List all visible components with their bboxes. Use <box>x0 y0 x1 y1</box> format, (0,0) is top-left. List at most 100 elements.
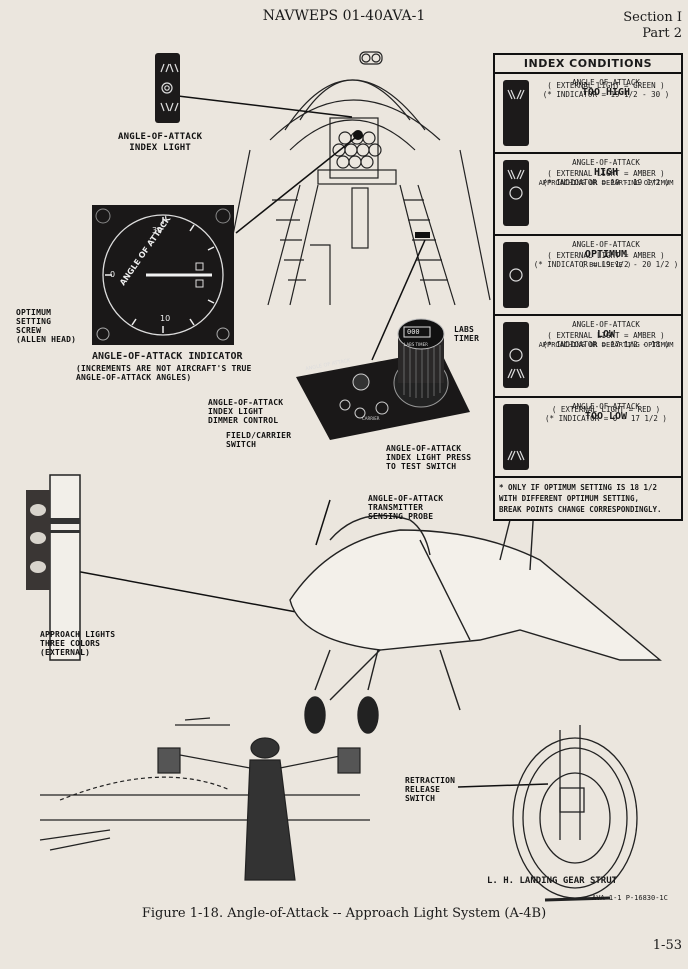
index-light-drawing <box>155 53 180 123</box>
callout-line: ANGLE-OF-ATTACK <box>118 132 203 142</box>
retraction-switch-callout: RETRACTION RELEASE SWITCH <box>405 776 455 803</box>
callout-line: ANGLE-OF-ATTACK <box>386 444 462 453</box>
figure-ref: AVA-1-1 P-16830-1C <box>592 894 668 902</box>
condition-label: ANGLE-OF-ATTACK <box>572 402 640 411</box>
callout-line: TRANSMITTER <box>368 503 424 512</box>
indicator-range: (* INDICATOR = 17 1/2 - 18 ) <box>542 340 670 349</box>
callout-line: SENSING PROBE <box>368 512 434 521</box>
callout-line: TO TEST SWITCH <box>386 462 457 471</box>
indicator-range: (* INDICATOR = 19 1/2 - 30 ) <box>542 90 670 99</box>
condition-state: TOO HIGH <box>581 87 631 98</box>
condition-detail: APPROACHING OR DEPARTING OPTIMUM <box>538 179 674 187</box>
table-footnote: * ONLY IF OPTIMUM SETTING IS 18 1/2 WITH… <box>495 478 681 519</box>
indicator-range: (* INDICATOR = 19 - 19 1/2 ) <box>542 178 670 187</box>
condition-text: ANGLE-OF-ATTACK HIGH APPROACHING OR DEPA… <box>533 158 679 187</box>
callout-line: (ALLEN HEAD) <box>16 335 77 344</box>
footnote-line: BREAK POINTS CHANGE CORRESPONDINGLY. <box>499 505 662 514</box>
approach-light-pole-drawing <box>26 474 81 661</box>
condition-row-optimum: ANGLE-OF-ATTACK OPTIMUM ( BULLSEYE ) ( E… <box>495 236 681 316</box>
condition-detail: APPROACHING OR DEPARTING OPTIMUM <box>538 341 674 349</box>
callout-line: ANGLE-OF-ATTACK ANGLES) <box>76 373 192 382</box>
callout-line: (EXTERNAL) <box>40 648 91 657</box>
section-number: Section I <box>623 10 682 25</box>
callout-line: FIELD/CARRIER <box>226 431 292 440</box>
indicator-range: (* INDICATOR = 0 - 17 1/2 ) <box>545 414 667 423</box>
callout-line: DIMMER CONTROL <box>208 416 279 425</box>
callout-line: SETTING <box>16 317 52 326</box>
condition-row-high: ANGLE-OF-ATTACK HIGH APPROACHING OR DEPA… <box>495 154 681 236</box>
circle-icon <box>503 242 529 308</box>
dial-tick-0: 0 <box>110 270 116 279</box>
press-to-test-callout: ANGLE-OF-ATTACK INDEX LIGHT PRESS TO TES… <box>386 444 471 471</box>
callout-line: OPTIMUM <box>16 308 52 317</box>
condition-state: TOO LOW <box>584 411 628 422</box>
condition-text: ANGLE-OF-ATTACK TOO HIGH ( EXTERNAL LIGH… <box>533 78 679 99</box>
dimmer-callout: ANGLE-OF-ATTACK INDEX LIGHT DIMMER CONTR… <box>208 398 283 425</box>
aircraft-drawing <box>289 478 662 734</box>
callout-line: TIMER <box>454 334 480 343</box>
indicator-note: (INCREMENTS ARE NOT AIRCRAFT'S TRUE ANGL… <box>76 364 252 382</box>
chevrons-down-icon <box>503 80 529 146</box>
part-number: Part 2 <box>642 26 682 41</box>
aoa-indicator-drawing <box>92 205 234 345</box>
document-id: NAVWEPS 01-40AVA-1 <box>262 8 426 24</box>
callout-line: THREE COLORS <box>40 639 101 648</box>
callout-line: LABS <box>454 325 475 334</box>
condition-detail: ( BULLSEYE ) <box>580 261 632 269</box>
callout-line: SWITCH <box>226 440 257 449</box>
footnote-line: WITH DIFFERENT OPTIMUM SETTING, <box>499 494 639 503</box>
callout-line: SWITCH <box>405 794 436 803</box>
landing-gear-drawing <box>512 725 638 902</box>
field-carrier-callout: FIELD/CARRIER SWITCH <box>226 431 291 449</box>
index-conditions-table: INDEX CONDITIONS ANGLE-OF-ATTACK TOO HIG… <box>493 53 683 521</box>
external-light: ( EXTERNAL LIGHT = AMBER ) <box>547 331 665 340</box>
figure-caption: Figure 1-18. Angle-of-Attack -- Approach… <box>141 906 547 921</box>
optimum-screw-callout: OPTIMUM SETTING SCREW (ALLEN HEAD) <box>16 308 76 344</box>
chevrons-down-and-circle-icon <box>503 160 529 226</box>
condition-state: OPTIMUM <box>584 249 628 260</box>
indicator-range: (* INDICATOR = 19 1/2 - 20 1/2 ) <box>533 260 679 269</box>
callout-line: (INCREMENTS ARE NOT AIRCRAFT'S TRUE <box>76 364 252 373</box>
external-light: ( EXTERNAL LIGHT = GREEN ) <box>547 81 665 90</box>
dial-tick-30: 30 <box>152 226 163 235</box>
table-title: INDEX CONDITIONS <box>495 55 681 74</box>
circle-and-chevrons-up-icon <box>503 322 529 388</box>
external-light: ( EXTERNAL LIGHT = AMBER ) <box>547 169 665 178</box>
condition-label: ANGLE-OF-ATTACK <box>572 78 640 87</box>
carrier-label: CARRIER <box>362 416 380 421</box>
condition-text: ANGLE-OF-ATTACK LOW APPROACHING OR DEPAR… <box>533 320 679 349</box>
gear-strut-label: L. H. LANDING GEAR STRUT <box>487 876 618 886</box>
dial-text-layer: ANGLE OF ATTACK 0 10 30 <box>96 215 230 323</box>
external-light: ( EXTERNAL LIGHT = RED ) <box>551 405 661 414</box>
chevrons-up-icon <box>503 404 529 470</box>
indicator-location-marker <box>353 130 363 140</box>
page-number: 1-53 <box>652 938 682 953</box>
callout-line: RELEASE <box>405 785 441 794</box>
timer-digits: 000 <box>407 328 420 336</box>
condition-text: ANGLE-OF-ATTACK TOO LOW ( EXTERNAL LIGHT… <box>533 402 679 423</box>
dial-tick-10: 10 <box>160 314 171 323</box>
callout-line: SCREW <box>16 326 42 335</box>
approach-lights-callout: APPROACH LIGHTS THREE COLORS (EXTERNAL) <box>40 630 115 657</box>
condition-label: ANGLE-OF-ATTACK <box>572 320 640 329</box>
timer-label: LABS TIMER <box>404 342 428 347</box>
callout-line: INDEX LIGHT PRESS <box>386 453 472 462</box>
condition-text: ANGLE-OF-ATTACK OPTIMUM ( BULLSEYE ) ( E… <box>533 240 679 269</box>
lso-scene-drawing <box>39 717 370 881</box>
condition-label: ANGLE-OF-ATTACK <box>572 158 640 167</box>
callout-line: ANGLE-OF-ATTACK <box>368 494 444 503</box>
footnote-line: * ONLY IF OPTIMUM SETTING IS 18 1/2 <box>499 483 658 492</box>
callout-line: ANGLE-OF-ATTACK <box>208 398 284 407</box>
external-light: ( EXTERNAL LIGHT = AMBER ) <box>547 251 665 260</box>
cockpit-drawing <box>219 51 491 306</box>
callout-line: RETRACTION <box>405 776 456 785</box>
section-label: Section I Part 2 <box>623 10 682 42</box>
index-light-callout: ANGLE-OF-ATTACK INDEX LIGHT <box>118 132 202 154</box>
condition-label: ANGLE-OF-ATTACK <box>572 240 640 249</box>
indicator-title: ANGLE-OF-ATTACK INDICATOR <box>92 351 243 362</box>
condition-state: HIGH <box>593 167 619 178</box>
labs-timer-callout: LABS TIMER <box>454 325 479 343</box>
callout-line: INDEX LIGHT <box>129 143 192 153</box>
callout-line: INDEX LIGHT <box>208 407 264 416</box>
